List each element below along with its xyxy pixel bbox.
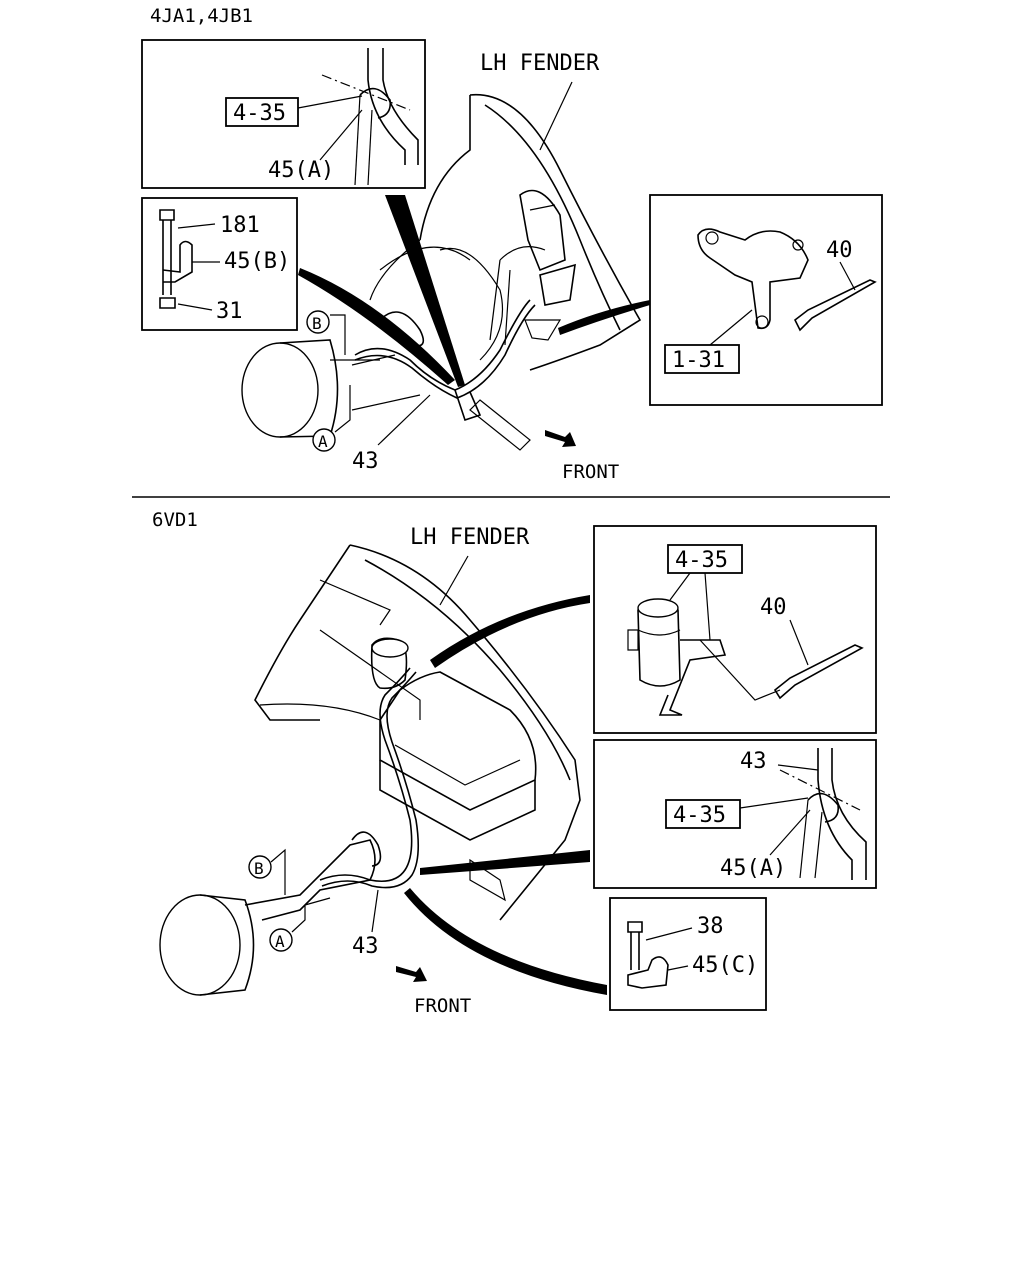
lh-fender-leader-top bbox=[539, 81, 573, 151]
engine-label-top: 4JA1,4JB1 bbox=[150, 5, 253, 27]
marker-b-bottom bbox=[248, 855, 272, 879]
callout-43-bottom: 43 bbox=[352, 934, 379, 959]
ref-box-4-35-bottom-mid bbox=[665, 799, 741, 829]
section-4ja1-4jb1: 4JA1,4JB1 LH FENDER bbox=[141, 5, 883, 483]
ref-box-4-35-top bbox=[225, 97, 299, 127]
hose-43-bottom bbox=[319, 667, 413, 883]
marker-b-top bbox=[306, 310, 330, 334]
ref-4-35-top: 4-35 bbox=[233, 101, 286, 126]
detail-box-clip-45a-bottom: 43 4-35 45(A) bbox=[593, 739, 877, 889]
leader-wedge-bottom-lower bbox=[404, 888, 607, 995]
fender-body-top bbox=[369, 93, 642, 451]
lh-fender-label-top: LH FENDER bbox=[480, 51, 600, 76]
pipe-43-detail-bottom: 43 bbox=[740, 749, 767, 774]
bolt-38-bottom: 38 bbox=[697, 914, 724, 939]
marker-a-top bbox=[312, 428, 336, 452]
callout-43-top: 43 bbox=[352, 449, 379, 474]
part-40-top: 40 bbox=[826, 238, 853, 263]
ref-1-31-top: 1-31 bbox=[672, 348, 725, 373]
nut-31-top: 31 bbox=[216, 299, 243, 324]
leader-wedge-top-mid bbox=[385, 195, 465, 387]
section-6vd1: 6VD1 LH FENDER bbox=[152, 509, 877, 1017]
leader-wedge-bottom-upper bbox=[430, 595, 590, 668]
ref-box-4-35-bottom-top bbox=[667, 544, 743, 574]
leader-wedge-bottom-mid bbox=[420, 850, 590, 875]
fender-body-bottom bbox=[254, 544, 581, 921]
front-arrow-top bbox=[545, 430, 576, 447]
marker-b-bottom-label: B bbox=[254, 859, 264, 878]
clip-45a-bottom: 45(A) bbox=[720, 856, 786, 881]
clip-45a-top: 45(A) bbox=[268, 158, 334, 183]
ref-4-35-bottom-top: 4-35 bbox=[675, 548, 728, 573]
marker-a-bottom bbox=[269, 928, 293, 952]
marker-a-bottom-label: A bbox=[275, 932, 285, 951]
front-label-bottom: FRONT bbox=[414, 995, 471, 1017]
ref-box-1-31-top bbox=[664, 344, 740, 374]
clip-45c-bottom: 45(C) bbox=[692, 953, 758, 978]
part-40-bottom: 40 bbox=[760, 595, 787, 620]
engine-label-bottom: 6VD1 bbox=[152, 509, 198, 531]
front-arrow-bottom bbox=[396, 966, 427, 982]
detail-box-clip-45a-top: 4-35 45(A) bbox=[141, 39, 426, 189]
leader-wedge-top-right bbox=[558, 300, 650, 335]
filter-housing-bottom bbox=[159, 831, 382, 996]
marker-b-top-label: B bbox=[312, 314, 322, 333]
marker-a-top-label: A bbox=[318, 432, 328, 451]
detail-box-bolt-clip-nut-top: 181 45(B) 31 bbox=[141, 197, 298, 331]
bolt-181-top: 181 bbox=[220, 213, 260, 238]
detail-box-bracket-top: 1-31 40 bbox=[649, 194, 883, 406]
lh-fender-label-bottom: LH FENDER bbox=[410, 525, 530, 550]
front-label-top: FRONT bbox=[562, 461, 619, 483]
leader-wedge-top-left bbox=[298, 268, 455, 385]
detail-box-bolt-clip-bottom: 38 45(C) bbox=[609, 897, 767, 1011]
clip-45b-top: 45(B) bbox=[224, 249, 290, 274]
ref-4-35-bottom-mid: 4-35 bbox=[673, 803, 726, 828]
detail-box-filter-bottom: 4-35 40 bbox=[593, 525, 877, 734]
